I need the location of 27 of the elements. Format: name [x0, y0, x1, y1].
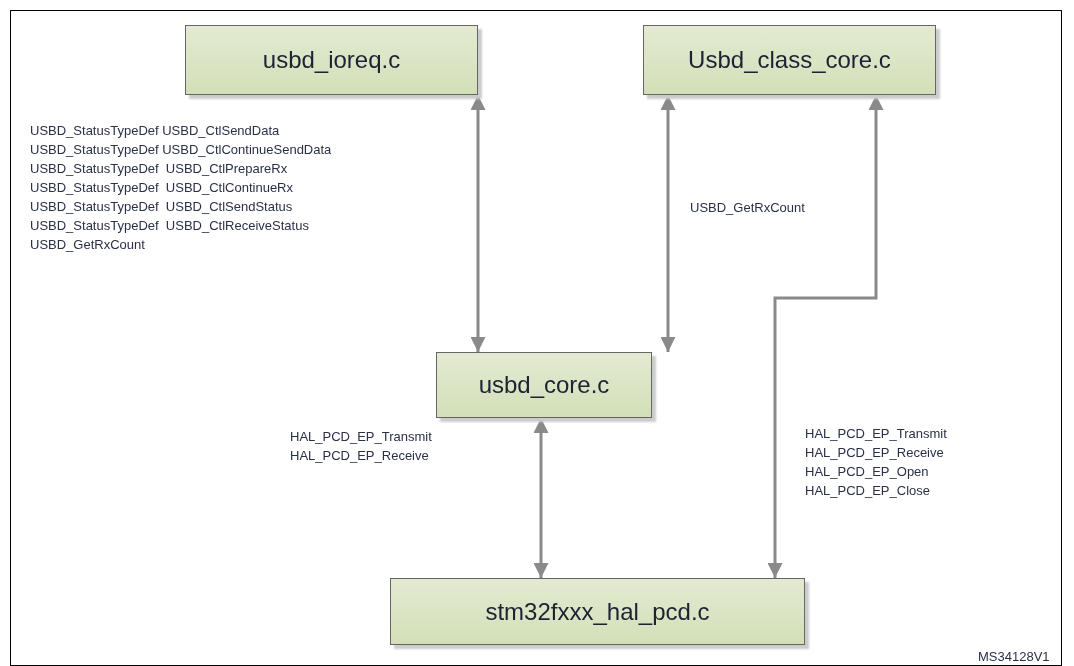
file-name: usbd_core.c — [478, 371, 610, 399]
arrow — [660, 95, 676, 352]
function-name: HAL_PCD_EP_Close — [805, 482, 930, 500]
function-name: HAL_PCD_EP_Transmit — [290, 428, 432, 446]
function-name: USBD_GetRxCount — [30, 236, 145, 254]
file-box — [390, 578, 805, 645]
function-name: HAL_PCD_EP_Receive — [805, 444, 944, 462]
file-box — [436, 352, 652, 418]
arrow — [767, 95, 884, 578]
figure-code: MS34128V1 — [978, 648, 1050, 666]
function-name: USBD_StatusTypeDef USBD_CtlContinueRx — [30, 179, 293, 197]
function-name: USBD_StatusTypeDef USBD_CtlSendData — [30, 122, 280, 140]
file-name: stm32fxxx_hal_pcd.c — [485, 597, 710, 626]
function-name: HAL_PCD_EP_Transmit — [805, 425, 947, 443]
arrow — [470, 95, 486, 352]
file-box — [643, 25, 936, 95]
file-name: Usbd_class_core.c — [688, 46, 891, 74]
function-name: USBD_StatusTypeDef USBD_CtlContinueSendData — [30, 141, 332, 159]
function-name: HAL_PCD_EP_Receive — [290, 447, 429, 465]
function-name: USBD_StatusTypeDef USBD_CtlPrepareRx — [30, 160, 288, 178]
function-name: USBD_StatusTypeDef USBD_CtlSendStatus — [30, 198, 293, 216]
function-name: USBD_StatusTypeDef USBD_CtlReceiveStatus — [30, 217, 309, 235]
file-name: usbd_ioreq.c — [262, 46, 401, 74]
function-name: USBD_GetRxCount — [690, 199, 805, 217]
function-name: HAL_PCD_EP_Open — [805, 463, 929, 481]
file-box — [185, 25, 478, 95]
arrow — [533, 418, 549, 578]
